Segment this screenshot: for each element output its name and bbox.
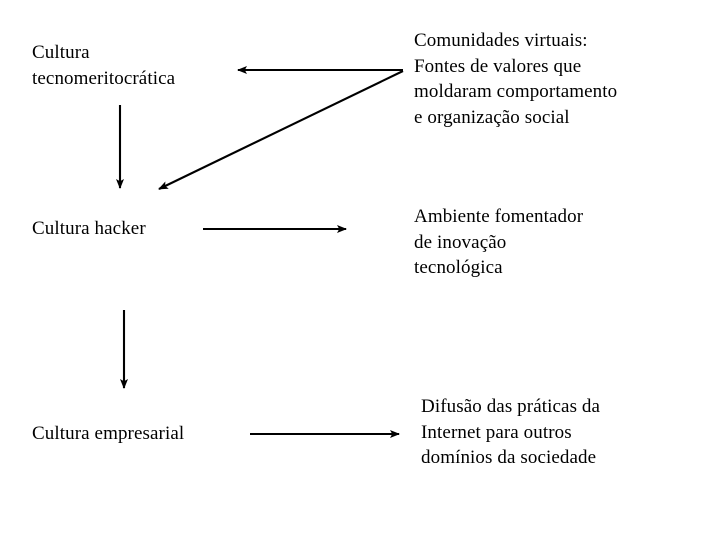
node-cultura-empresarial: Cultura empresarial bbox=[32, 423, 185, 444]
node-cultura-hacker: Cultura hacker bbox=[32, 218, 146, 239]
node-cultura-tecnomeritocratica: Cultura tecnomeritocrática bbox=[32, 42, 176, 89]
node-difusao-praticas: Difusão das práticas da Internet para ou… bbox=[421, 396, 601, 468]
node-comunidades-virtuais: Comunidades virtuais: Fontes de valores … bbox=[414, 30, 618, 128]
node-ambiente-fomentador: Ambiente fomentador de inovação tecnológ… bbox=[414, 206, 584, 278]
